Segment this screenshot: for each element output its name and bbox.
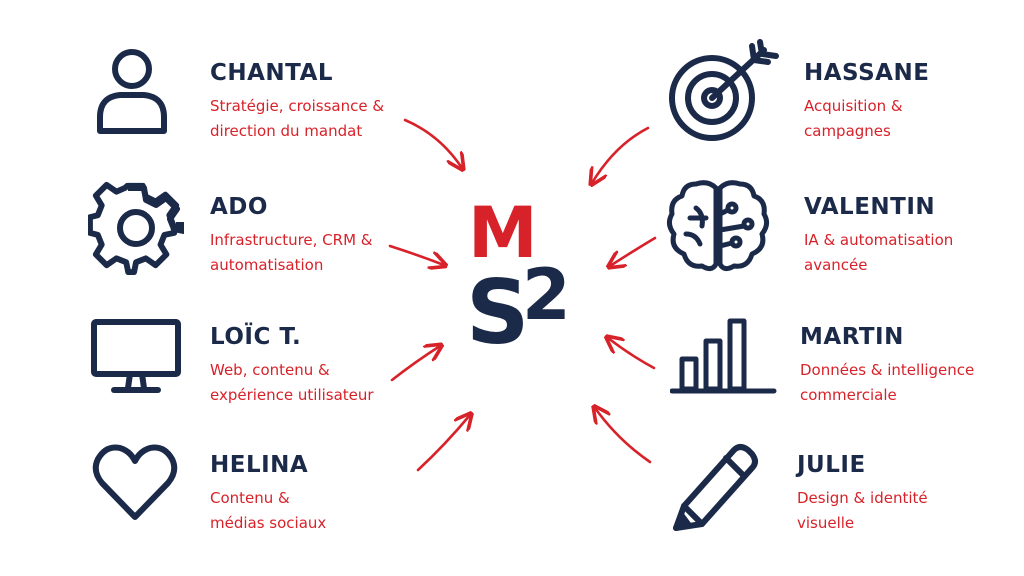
member-role: Acquisition & campagnes (804, 97, 903, 140)
member-valentin: VALENTIN IA & automatisation avancée (804, 194, 1024, 278)
ms2-logo: M S 2 (458, 198, 584, 368)
brain-icon (666, 178, 770, 276)
member-role: Infrastructure, CRM & automatisation (210, 231, 373, 274)
member-role: Données & intelligence commerciale (800, 361, 975, 404)
member-chantal: CHANTAL Stratégie, croissance & directio… (210, 60, 450, 144)
arrow-valentin (610, 236, 657, 266)
member-name: HELINA (210, 452, 309, 478)
member-hassane: HASSANE Acquisition & campagnes (804, 60, 1024, 144)
person-icon (92, 45, 172, 137)
member-martin: MARTIN Données & intelligence commercial… (800, 324, 1024, 408)
member-role: IA & automatisation avancée (804, 231, 954, 274)
member-ado: ADO Infrastructure, CRM & automatisation (210, 194, 450, 278)
member-name: CHANTAL (210, 60, 334, 86)
member-name: JULIE (797, 452, 866, 478)
arrow-julie (595, 408, 652, 464)
target-icon (664, 38, 784, 146)
pencil-icon (668, 440, 760, 534)
logo-letter-m: M (468, 192, 538, 274)
member-julie: JULIE Design & identité visuelle (797, 452, 1024, 536)
member-name: LOÏC T. (210, 324, 302, 350)
arrow-martin (608, 338, 656, 370)
member-role: Design & identité visuelle (797, 489, 928, 532)
bar-chart-icon (670, 315, 778, 395)
arrow-hassane (592, 126, 650, 183)
arrow-helina (416, 415, 470, 472)
arrow-ado (388, 244, 444, 265)
member-helina: HELINA Contenu & médias sociaux (210, 452, 450, 536)
monitor-icon (90, 318, 182, 398)
member-loic: LOÏC T. Web, contenu & expérience utilis… (210, 324, 450, 408)
arrow-loic (390, 346, 440, 382)
arrow-chantal (403, 118, 462, 168)
heart-icon (92, 443, 178, 523)
logo-digit-2: 2 (522, 254, 571, 336)
gear-icon (88, 180, 184, 276)
logo-letter-s: S (466, 261, 530, 364)
member-name: HASSANE (804, 60, 930, 86)
member-name: ADO (210, 194, 268, 220)
member-name: MARTIN (800, 324, 904, 350)
member-name: VALENTIN (804, 194, 936, 220)
member-role: Web, contenu & expérience utilisateur (210, 361, 374, 404)
member-role: Stratégie, croissance & direction du man… (210, 97, 385, 140)
member-role: Contenu & médias sociaux (210, 489, 327, 532)
